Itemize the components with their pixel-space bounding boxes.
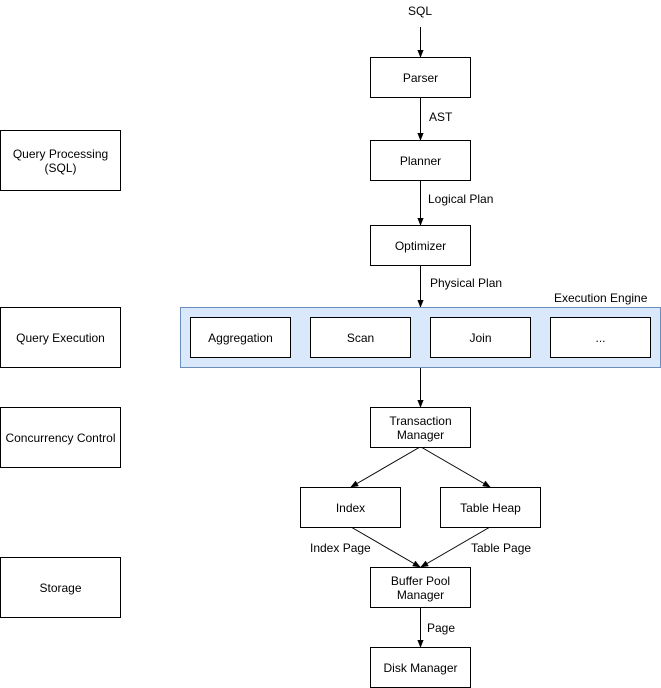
optimizer-node: Optimizer [370,225,471,266]
layer-concurrency-control: Concurrency Control [0,407,121,468]
planner-node: Planner [370,140,471,181]
execution-engine-title: Execution Engine [554,291,648,305]
transaction-manager-node: Transaction Manager [370,407,471,448]
table-heap-node: Table Heap [440,487,541,528]
operator-more: ... [550,317,651,358]
arrow-transaction-to-index [350,446,421,488]
arrow-index-to-bufferpool [350,526,421,568]
physical-plan-label: Physical Plan [430,276,503,290]
operator-join: Join [430,317,531,358]
arrow-tableheap-to-bufferpool [420,526,491,568]
operator-scan: Scan [310,317,411,358]
layer-storage: Storage [0,557,121,618]
index-page-label: Index Page [310,541,371,555]
ast-label: AST [429,110,453,124]
table-page-label: Table Page [471,541,532,555]
parser-node: Parser [370,57,471,98]
logical-plan-label: Logical Plan [428,192,494,206]
index-node: Index [300,487,401,528]
page-label: Page [427,621,456,635]
operator-aggregation: Aggregation [190,317,291,358]
arrow-transaction-to-tableheap [420,446,491,488]
layer-query-execution: Query Execution [0,307,121,368]
layer-query-processing: Query Processing (SQL) [0,130,121,191]
sql-input-label: SQL [408,4,433,18]
buffer-pool-manager-node: Buffer Pool Manager [370,567,471,608]
disk-manager-node: Disk Manager [370,647,471,688]
